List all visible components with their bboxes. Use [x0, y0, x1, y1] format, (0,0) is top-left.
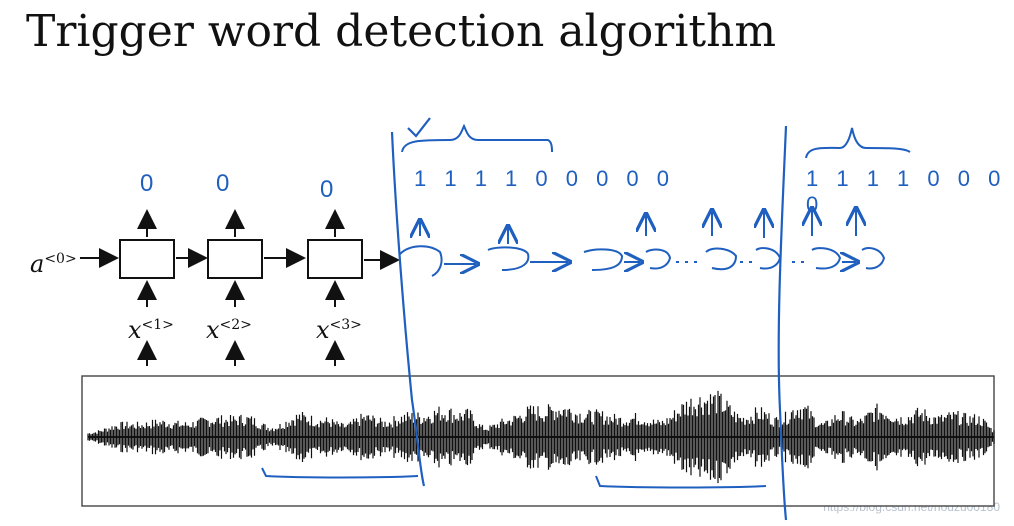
handwritten-labels-group1: 1 1 1 1 0 0 0 0 0 [414, 166, 676, 191]
tick-mark [407, 117, 431, 138]
output-label-1: 0 [140, 170, 154, 197]
audio-waveform [87, 390, 995, 484]
input-label-1: x<1> [128, 316, 174, 344]
slide-title: Trigger word detection algorithm [26, 6, 777, 57]
trigger-boundary-line-1 [390, 131, 426, 487]
output-label-2: 0 [216, 170, 230, 197]
underline-trigger-region-2 [595, 475, 767, 489]
handwritten-rnn-chain [399, 210, 886, 277]
underline-trigger-region-1 [261, 467, 419, 479]
input-label-3: x<3> [316, 316, 362, 344]
rnn-cell-2 [207, 239, 263, 279]
input-label-2: x<2> [206, 316, 252, 344]
initial-activation-label: a<0> [30, 250, 77, 278]
brace-over-labels-1 [401, 123, 553, 153]
rnn-cell-1 [119, 239, 175, 279]
rnn-cell-3 [307, 239, 363, 279]
brace-over-labels-2 [805, 127, 911, 159]
output-label-3: 0 [320, 176, 334, 203]
trigger-boundary-line-2 [777, 125, 788, 521]
